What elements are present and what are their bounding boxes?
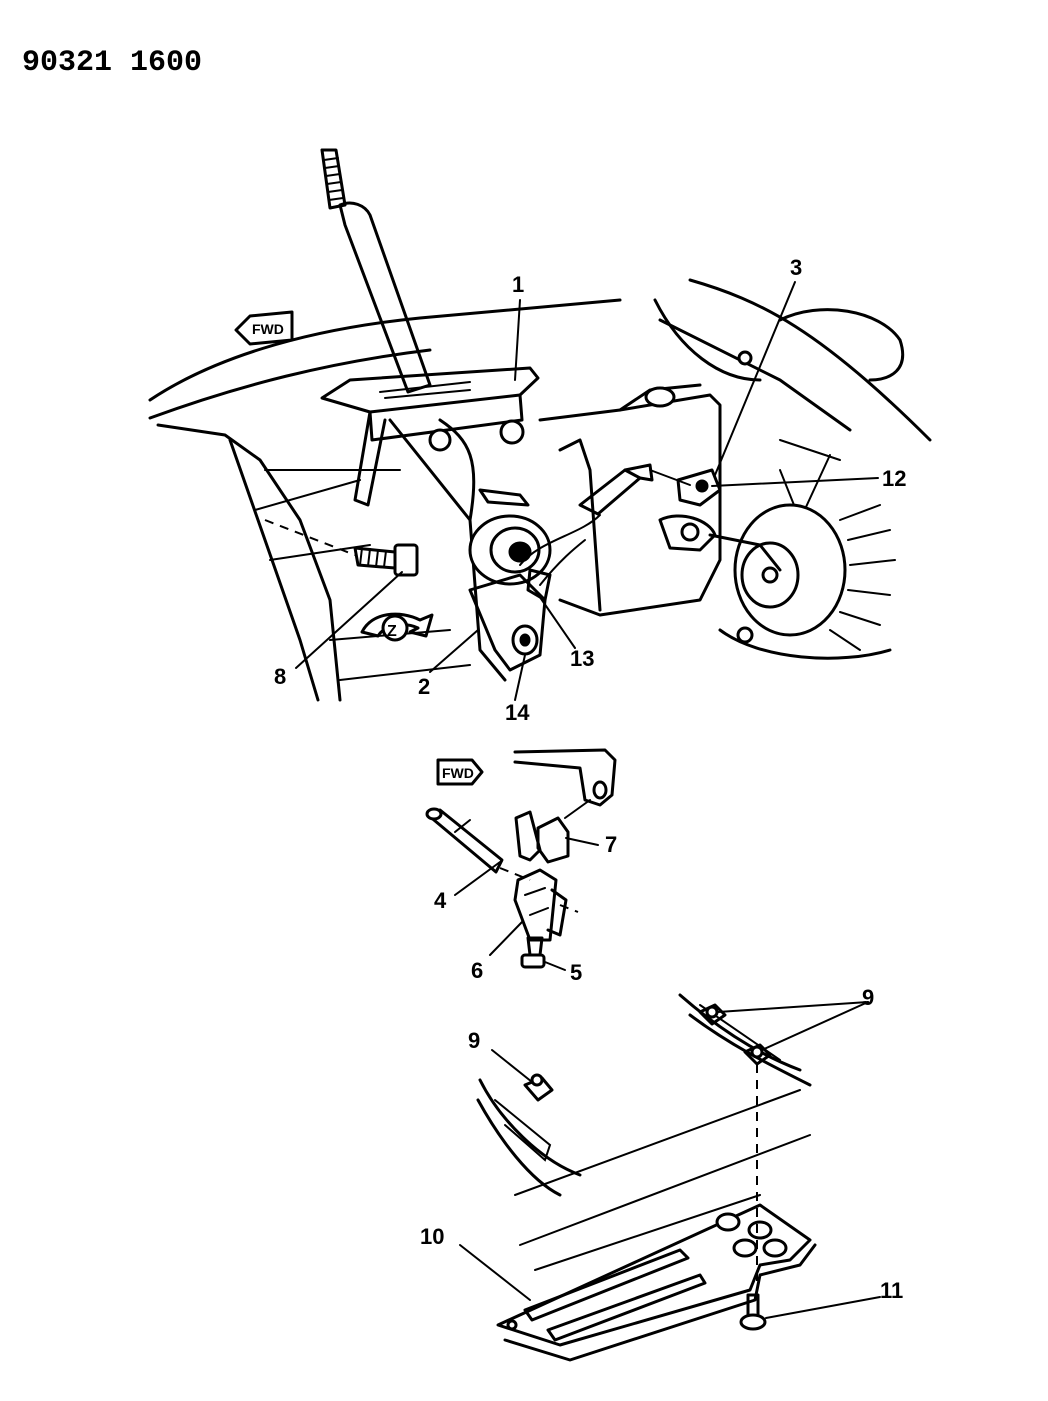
view-z-marker-icon: Z [360, 612, 434, 642]
callout-5: 5 [570, 960, 582, 985]
svg-text:FWD: FWD [442, 765, 474, 781]
shield-plate [496, 1203, 817, 1362]
document-id: 90321 1600 [22, 46, 202, 80]
shift-lever [320, 148, 432, 394]
view-z-label: Z [387, 623, 397, 640]
shifter-assembly-view: FWD Z 1 3 12 13 14 2 8 [148, 148, 932, 725]
callout-13: 13 [570, 646, 594, 671]
linkage-detail-view: FWD 7 4 6 5 [425, 748, 617, 985]
callout-3: 3 [790, 255, 802, 280]
callout-12: 12 [882, 466, 906, 491]
svg-text:FWD: FWD [252, 321, 284, 337]
bolt [264, 519, 419, 577]
callout-11: 11 [880, 1278, 903, 1303]
callout-4: 4 [434, 888, 447, 913]
callout-8: 8 [274, 664, 286, 689]
callout-9-right: 9 [862, 985, 874, 1010]
forward-direction-arrow-icon: FWD [436, 758, 484, 786]
callout-2: 2 [418, 674, 430, 699]
callout-10: 10 [420, 1224, 444, 1249]
shifter-housing [320, 366, 601, 682]
callout-14: 14 [505, 700, 530, 725]
callout-6: 6 [471, 958, 483, 983]
transmission-case [538, 278, 932, 660]
shift-rod [578, 463, 782, 572]
callout-9-left: 9 [468, 1028, 480, 1053]
callout-7: 7 [605, 832, 617, 857]
forward-direction-arrow-icon: FWD [234, 310, 294, 346]
shield-plate-view: 9 9 10 11 [420, 985, 903, 1362]
callout-1: 1 [512, 272, 524, 297]
